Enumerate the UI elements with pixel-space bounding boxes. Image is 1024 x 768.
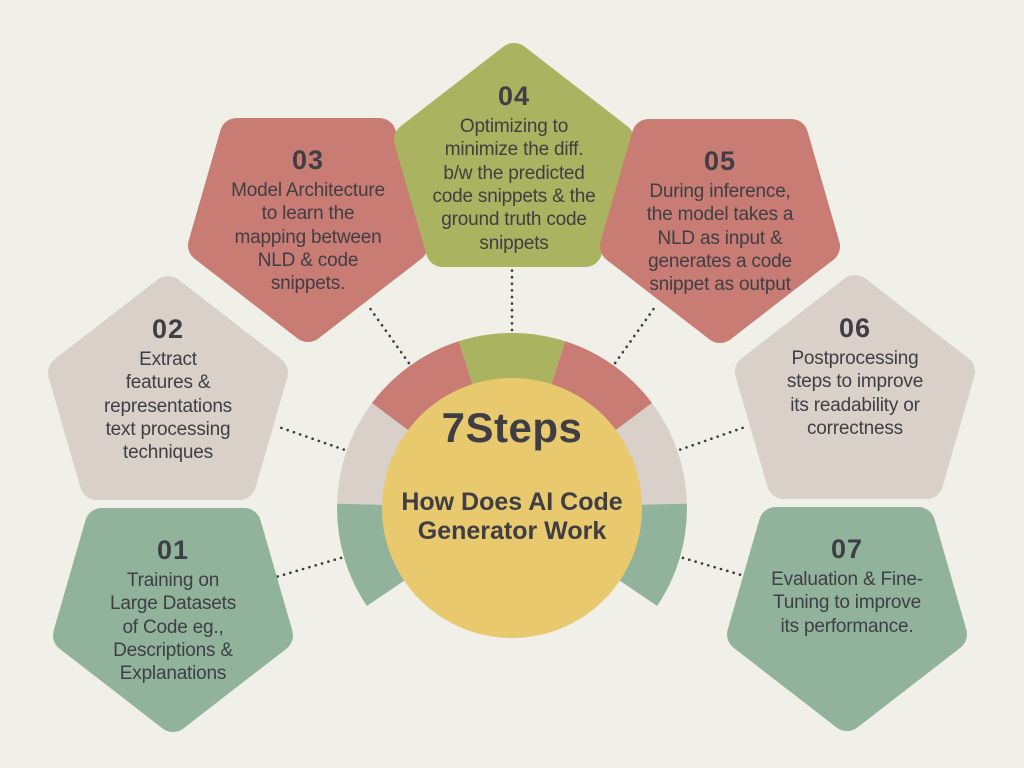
connector-line-03 <box>368 306 411 365</box>
center-title: 7Steps <box>441 404 583 451</box>
step-07-number: 07 <box>830 534 864 564</box>
step-05: 05 During inference, the model takes a N… <box>600 119 840 343</box>
pentagon-shape-03 <box>188 118 428 342</box>
connector-line-02 <box>278 425 346 451</box>
step-07: 07 Evaluation & Fine- Tuning to improve … <box>727 507 967 731</box>
step-06-number: 06 <box>838 313 872 343</box>
step-01-description: Training on Large Datasets of Code eg., … <box>109 570 237 685</box>
pentagon-shape-04 <box>394 43 634 267</box>
pentagon-shape-06 <box>735 275 975 499</box>
step-02-number: 02 <box>151 314 185 344</box>
center-subtitle: How Does AI Code Generator Work <box>401 488 623 545</box>
pentagon-shape-05 <box>600 119 840 343</box>
center-circle: 7Steps How Does AI Code Generator Work <box>382 378 642 638</box>
step-03-number: 03 <box>291 145 325 175</box>
step-06-description: Postprocessing steps to improve its read… <box>786 348 924 440</box>
step-07-description: Evaluation & Fine- Tuning to improve its… <box>771 569 923 637</box>
step-01-number: 01 <box>156 535 190 565</box>
step-02-description: Extract features & representations text … <box>104 349 232 464</box>
step-06: 06 Postprocessing steps to improve its r… <box>735 275 975 499</box>
step-03-description: Model Architecture to learn the mapping … <box>231 180 385 295</box>
step-03: 03 Model Architecture to learn the mappi… <box>188 118 428 342</box>
pentagon-shape-07 <box>727 507 967 731</box>
connector-line-07 <box>681 556 750 579</box>
pentagon-shape-02 <box>48 276 288 500</box>
connector-line-06 <box>678 425 746 451</box>
pentagon-shape-01 <box>53 508 293 732</box>
connector-line-01 <box>274 556 343 579</box>
step-05-number: 05 <box>703 146 737 176</box>
step-04-number: 04 <box>497 81 531 111</box>
step-05-description: During inference, the model takes a NLD … <box>646 181 794 296</box>
step-01: 01 Training on Large Datasets of Code eg… <box>53 508 293 732</box>
step-02: 02 Extract features & representations te… <box>48 276 288 500</box>
step-04-description: Optimizing to minimize the diff. b/w the… <box>432 116 596 254</box>
connector-line-05 <box>613 306 656 365</box>
step-04: 04 Optimizing to minimize the diff. b/w … <box>394 43 634 267</box>
